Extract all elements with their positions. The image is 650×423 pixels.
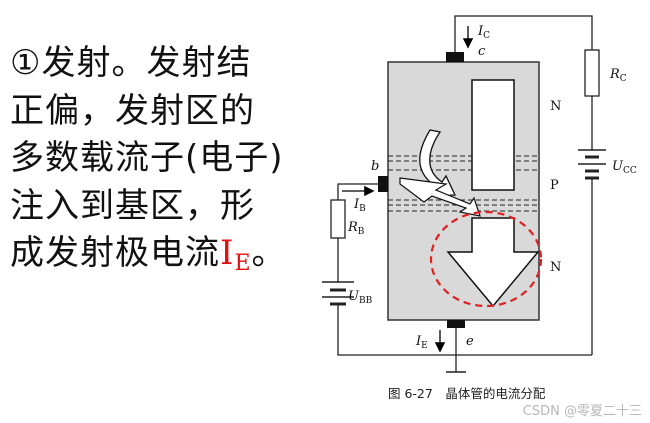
region-n-bottom-label: N: [550, 260, 561, 275]
ie-label: IE: [415, 334, 428, 351]
emitter-current-arrow: [446, 217, 540, 308]
text-line-4: 注入到基区，形: [10, 185, 255, 226]
terminal-b-label: b: [371, 159, 379, 174]
text-line-5: 成发射极电流IE。: [10, 230, 330, 288]
terminal-c-label: c: [478, 44, 486, 59]
ie-symbol: IE: [220, 233, 252, 276]
recombination-arrow: [399, 177, 481, 217]
text-line-3: 多数载流子(电子): [10, 138, 284, 178]
rc-label: RC: [609, 67, 627, 84]
terminal-e-label: e: [466, 334, 474, 349]
ucc-label: UCC: [612, 159, 637, 176]
ubb-battery: [322, 281, 354, 306]
circuit-wires: [337, 15, 593, 372]
text-line-1: ①发射。发射结: [10, 43, 252, 83]
text-line-5-suffix: 。: [251, 233, 287, 273]
collector-current-arrow: [471, 79, 515, 191]
ib-label: IB: [353, 197, 366, 214]
ie-symbol-sub: E: [234, 251, 252, 276]
figure-caption: 图 6-27 晶体管的电流分配: [388, 386, 546, 401]
collector-terminal: [446, 52, 464, 62]
rc-resistor: [584, 49, 600, 97]
highlight-dashed-circle: [429, 210, 543, 308]
ie-symbol-main: I: [220, 233, 235, 273]
csdn-watermark: CSDN @零夏二十三: [522, 404, 642, 419]
text-line-5-prefix: 成发射极电流: [10, 233, 220, 273]
electron-flow-arrow: [419, 129, 457, 197]
base-terminal: [378, 176, 388, 192]
ucc-battery: [578, 149, 606, 180]
rb-resistor: [330, 199, 346, 239]
ic-label: IC: [477, 24, 490, 41]
explanation-text: ①发射。发射结 正偏，发射区的 多数载流子(电子) 注入到基区，形 成发射极电流…: [10, 40, 330, 288]
region-p-label: P: [550, 178, 559, 193]
rb-label: RB: [347, 220, 365, 237]
text-line-2: 正偏，发射区的: [10, 90, 255, 131]
emitter-terminal: [447, 320, 465, 328]
region-n-top-label: N: [550, 99, 561, 114]
ubb-label: UBB: [348, 289, 373, 306]
